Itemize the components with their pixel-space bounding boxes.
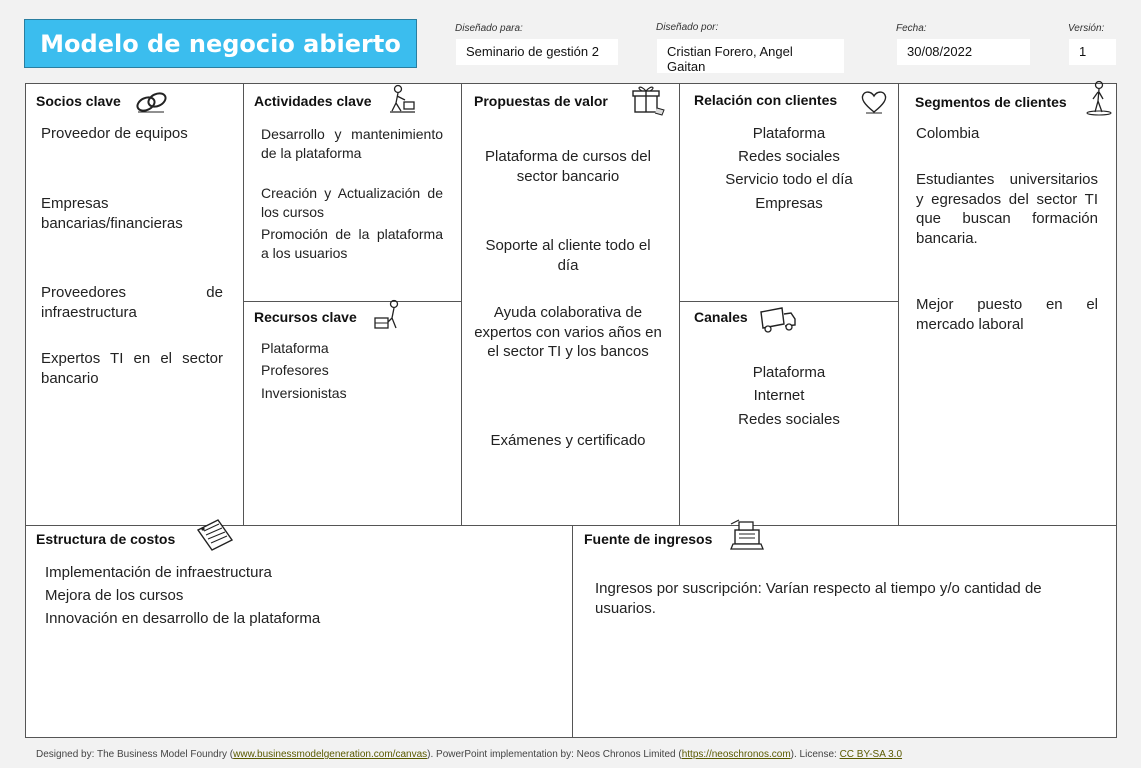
resources-worker-icon	[374, 299, 399, 329]
value-propositions-block[interactable]: Propuestas de valor Plataforma de cursos…	[461, 83, 680, 526]
activity-item: Desarrollo y mantenimiento de la platafo…	[261, 126, 443, 161]
footer-middle2: ). License:	[790, 749, 840, 760]
footer-link-license[interactable]: CC BY-SA 3.0	[839, 749, 903, 760]
value-item: Plataforma de cursos del sector bancario	[485, 148, 651, 185]
value-propositions-title: Propuestas de valor	[474, 93, 608, 109]
date-label: Fecha:	[896, 23, 927, 34]
canvas-title-box: Modelo de negocio abierto	[24, 19, 417, 68]
cost-item: Implementación de infraestructura	[45, 564, 272, 581]
partner-item: Expertos TI en el sector bancario	[41, 350, 223, 387]
canvas-title: Modelo de negocio abierto	[40, 29, 401, 58]
designed-by-label: Diseñado por:	[656, 22, 719, 33]
footer-prefix: Designed by: The Business Model Foundry …	[36, 749, 234, 760]
activity-item: Creación y Actualización de los cursos	[261, 185, 443, 220]
key-resources-block[interactable]: Recursos clave Plataforma Profesores Inv…	[243, 299, 462, 526]
key-resources-title: Recursos clave	[254, 309, 357, 325]
channel-item: Internet	[753, 387, 805, 404]
revenue-streams-title: Fuente de ingresos	[584, 531, 713, 547]
relationship-item: Empresas	[755, 195, 823, 212]
key-partners-title: Socios clave	[36, 93, 121, 109]
resource-item: Inversionistas	[261, 385, 347, 401]
customer-relationships-title: Relación con clientes	[694, 92, 838, 108]
heart-icon	[861, 91, 887, 114]
partner-item: Empresas bancarias/financieras	[41, 195, 183, 232]
channels-title: Canales	[694, 309, 748, 325]
resource-item: Plataforma	[261, 340, 329, 356]
customer-segments-block[interactable]: Segmentos de clientes Colombia Estudiant…	[898, 80, 1117, 526]
person-icon	[1086, 80, 1112, 116]
value-item: Soporte al cliente todo el día	[485, 237, 651, 274]
activity-item: Promoción de la plataforma a los usuario…	[261, 226, 443, 261]
version-label: Versión:	[1068, 23, 1105, 34]
relationship-item: Servicio todo el día	[725, 171, 853, 188]
segment-item: Colombia	[916, 125, 980, 142]
worker-icon	[390, 84, 415, 113]
footer-middle: ). PowerPoint implementation by: Neos Ch…	[427, 749, 682, 760]
partner-item: Proveedores de infraestructura	[41, 284, 223, 321]
gift-icon	[632, 86, 665, 116]
date-field[interactable]: 30/08/2022	[897, 39, 1030, 65]
channel-item: Plataforma	[752, 364, 826, 381]
value-item: Exámenes y certificado	[490, 432, 646, 449]
cost-item: Innovación en desarrollo de la plataform…	[45, 610, 321, 627]
customer-relationships-block[interactable]: Relación con clientes Plataforma Redes s…	[679, 83, 899, 302]
revenue-item: Ingresos por suscripción: Varían respect…	[595, 580, 1042, 617]
segment-item: Mejor puesto en el mercado laboral	[916, 296, 1098, 333]
price-tag-icon	[196, 519, 234, 551]
resource-item: Profesores	[261, 362, 329, 378]
chain-link-icon	[136, 92, 167, 113]
footer-link-neoschronos[interactable]: https://neoschronos.com	[681, 749, 791, 760]
relationship-item: Plataforma	[752, 125, 826, 142]
revenue-streams-block[interactable]: Fuente de ingresos Ingresos por suscripc…	[572, 519, 1117, 738]
channels-block[interactable]: Canales Plataforma Internet Redes social…	[679, 301, 899, 526]
cost-item: Mejora de los cursos	[45, 587, 184, 604]
version-field[interactable]: 1	[1069, 39, 1116, 65]
key-activities-block[interactable]: Actividades clave Desarrollo y mantenimi…	[243, 83, 462, 302]
customer-segments-title: Segmentos de clientes	[915, 94, 1067, 110]
segment-item: Estudiantes universitarios y egresados d…	[916, 171, 1098, 247]
truck-icon	[760, 307, 796, 333]
channel-item: Redes sociales	[738, 411, 840, 428]
cash-register-icon	[730, 519, 764, 550]
value-item: Ayuda colaborativa de expertos con vario…	[474, 304, 662, 360]
relationship-item: Redes sociales	[738, 148, 840, 165]
partner-item: Proveedor de equipos	[41, 125, 188, 142]
footer-credits: Designed by: The Business Model Foundry …	[36, 749, 902, 760]
designed-for-field[interactable]: Seminario de gestión 2	[456, 39, 618, 65]
footer-link-canvas[interactable]: www.businessmodelgeneration.com/canvas	[233, 749, 428, 760]
designed-for-label: Diseñado para:	[455, 23, 523, 34]
cost-structure-title: Estructura de costos	[36, 531, 176, 547]
key-partners-block[interactable]: Socios clave Proveedor de equipos Empres…	[25, 83, 244, 526]
key-activities-title: Actividades clave	[254, 93, 372, 109]
cost-structure-block[interactable]: Estructura de costos Implementación de i…	[25, 519, 573, 738]
designed-by-field[interactable]: Cristian Forero, Angel Gaitan	[657, 39, 844, 74]
